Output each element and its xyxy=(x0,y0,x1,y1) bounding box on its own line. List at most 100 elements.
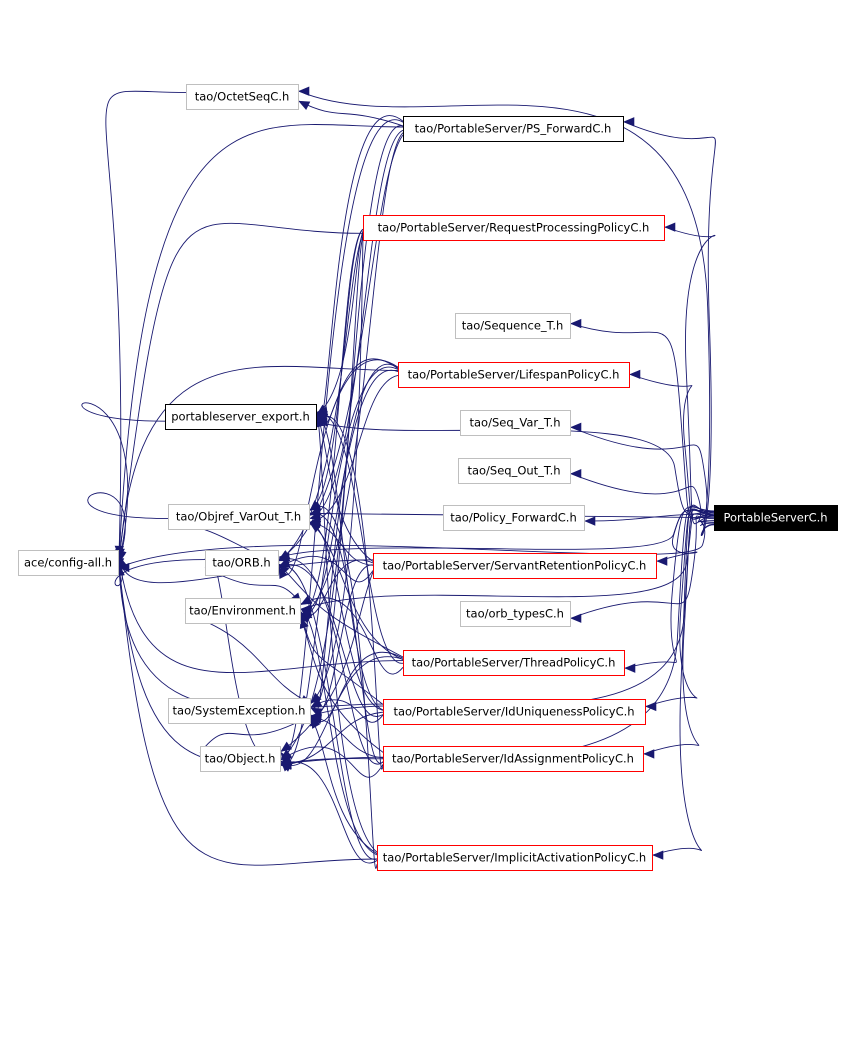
node-label-pexp: portableserver_export.h xyxy=(171,410,310,424)
edge-ps-sout xyxy=(570,473,715,523)
edge-arrowhead-ida-orb xyxy=(278,552,291,562)
node-box-ps[interactable] xyxy=(714,505,838,531)
edge-lsp-cfg xyxy=(118,365,399,569)
node-label-orb: tao/ORB.h xyxy=(212,556,270,570)
node-label-pfwd: tao/Policy_ForwardC.h xyxy=(450,511,577,525)
node-cfg[interactable]: ace/config-all.h xyxy=(18,550,119,576)
edge-arrowhead-ps-otyp xyxy=(570,613,582,623)
node-box-cfg[interactable] xyxy=(18,550,119,576)
edge-arrowhead-ps-srp xyxy=(656,556,668,566)
node-label-env: tao/Environment.h xyxy=(189,604,296,618)
edge-arrowhead-ps-thr xyxy=(624,663,636,673)
node-label-svar: tao/Seq_Var_T.h xyxy=(470,416,561,430)
edge-ps-rpp xyxy=(664,226,716,525)
edge-fwd-ovar xyxy=(309,129,404,519)
node-idu[interactable]: tao/PortableServer/IdUniquenessPolicyC.h xyxy=(383,699,646,725)
node-rpp[interactable]: tao/PortableServer/RequestProcessingPoli… xyxy=(363,215,665,241)
edge-srp-cfg xyxy=(118,557,374,584)
edge-ps-pexp xyxy=(316,421,715,515)
node-ida[interactable]: tao/PortableServer/IdAssignmentPolicyC.h xyxy=(383,746,644,772)
node-srp[interactable]: tao/PortableServer/ServantRetentionPolic… xyxy=(373,553,657,579)
node-box-idu[interactable] xyxy=(383,699,646,725)
node-label-iap: tao/PortableServer/ImplicitActivationPol… xyxy=(383,851,646,865)
node-box-srp[interactable] xyxy=(373,553,657,579)
edge-ida-pexp xyxy=(316,415,384,770)
node-box-iap[interactable] xyxy=(377,845,653,871)
edge-arrowhead-ps-ida xyxy=(643,749,655,759)
node-fwd[interactable]: tao/PortableServer/PS_ForwardC.h xyxy=(403,116,624,142)
node-box-env[interactable] xyxy=(185,598,301,624)
node-box-ovar[interactable] xyxy=(168,504,310,530)
node-otyp[interactable]: tao/orb_typesC.h xyxy=(460,601,571,627)
edge-rpp-sysx xyxy=(310,233,364,704)
node-ovar[interactable]: tao/Objref_VarOut_T.h xyxy=(168,504,310,530)
edge-arrowhead-fwd-octet xyxy=(298,100,311,110)
node-box-lsp[interactable] xyxy=(398,362,630,388)
node-box-pexp[interactable] xyxy=(165,404,317,430)
node-octet[interactable]: tao/OctetSeqC.h xyxy=(186,84,299,110)
edge-idu-pexp xyxy=(316,412,384,711)
node-box-otyp[interactable] xyxy=(460,601,571,627)
node-box-rpp[interactable] xyxy=(363,215,665,241)
node-label-sysx: tao/SystemException.h xyxy=(173,704,306,718)
node-label-octet: tao/OctetSeqC.h xyxy=(195,90,290,104)
edge-arrowhead-ps-pfwd xyxy=(584,516,596,526)
edge-arrowhead-iap-env xyxy=(300,608,313,619)
edge-iap-pexp xyxy=(316,412,378,853)
edge-arrowhead-iap-ovar xyxy=(309,500,321,511)
edge-arrowhead-ps-octet xyxy=(298,86,310,96)
edge-iap-cfg xyxy=(118,564,378,866)
node-label-ovar: tao/Objref_VarOut_T.h xyxy=(176,510,301,524)
node-lsp[interactable]: tao/PortableServer/LifespanPolicyC.h xyxy=(398,362,630,388)
node-box-ida[interactable] xyxy=(383,746,644,772)
node-sysx[interactable]: tao/SystemException.h xyxy=(168,698,311,724)
edge-arrowhead-thr-env xyxy=(300,595,313,605)
node-sout[interactable]: tao/Seq_Out_T.h xyxy=(458,458,571,484)
node-box-thr[interactable] xyxy=(403,650,625,676)
edge-arrowhead-ps-svar xyxy=(570,422,582,432)
edge-idu-orb xyxy=(278,563,384,717)
edge-rpp-pexp xyxy=(316,230,364,415)
edge-ps-svar xyxy=(570,426,715,526)
node-iap[interactable]: tao/PortableServer/ImplicitActivationPol… xyxy=(377,845,653,871)
edge-lsp-pexp xyxy=(316,358,399,426)
node-box-pfwd[interactable] xyxy=(443,505,585,531)
node-box-obj[interactable] xyxy=(200,746,281,772)
node-label-sout: tao/Seq_Out_T.h xyxy=(467,464,560,478)
edge-thr-ovar xyxy=(309,522,404,660)
node-box-svar[interactable] xyxy=(460,410,571,436)
node-box-sysx[interactable] xyxy=(168,698,311,724)
edge-arrowhead-idu-ovar xyxy=(309,520,322,530)
node-label-lsp: tao/PortableServer/LifespanPolicyC.h xyxy=(408,368,620,382)
edge-lsp-sysx xyxy=(310,364,399,720)
node-box-fwd[interactable] xyxy=(403,116,624,142)
edge-ps-otyp xyxy=(570,515,715,619)
edge-ps-thr xyxy=(624,506,715,669)
edge-arrowhead-iap-orb xyxy=(278,558,291,568)
node-thr[interactable]: tao/PortableServer/ThreadPolicyC.h xyxy=(403,650,625,676)
edge-arrowhead-iap-obj xyxy=(280,756,293,765)
edge-pexp-cfg xyxy=(81,402,166,563)
node-obj[interactable]: tao/Object.h xyxy=(200,746,281,772)
node-pexp[interactable]: portableserver_export.h xyxy=(165,404,317,430)
node-box-octet[interactable] xyxy=(186,84,299,110)
edge-arrowhead-ps-fwd xyxy=(623,117,635,127)
node-box-orb[interactable] xyxy=(205,550,279,576)
node-svar[interactable]: tao/Seq_Var_T.h xyxy=(460,410,571,436)
edge-ps-iap xyxy=(652,504,715,856)
node-ps[interactable]: PortableServerC.h xyxy=(714,505,838,531)
edge-fwd-cfg xyxy=(118,124,404,560)
node-pfwd[interactable]: tao/Policy_ForwardC.h xyxy=(443,505,585,531)
node-env[interactable]: tao/Environment.h xyxy=(185,598,301,624)
edge-iap-orb xyxy=(278,565,378,860)
node-orb[interactable]: tao/ORB.h xyxy=(205,550,279,576)
node-seqt[interactable]: tao/Sequence_T.h xyxy=(455,313,571,339)
edge-arrowhead-srp-obj xyxy=(280,741,293,752)
node-box-sout[interactable] xyxy=(458,458,571,484)
node-label-otyp: tao/orb_typesC.h xyxy=(466,607,564,621)
node-label-ps: PortableServerC.h xyxy=(723,511,827,525)
node-box-seqt[interactable] xyxy=(455,313,571,339)
edge-arrowhead-ps-sout xyxy=(570,469,582,479)
edge-arrowhead-ps-rpp xyxy=(664,222,676,232)
